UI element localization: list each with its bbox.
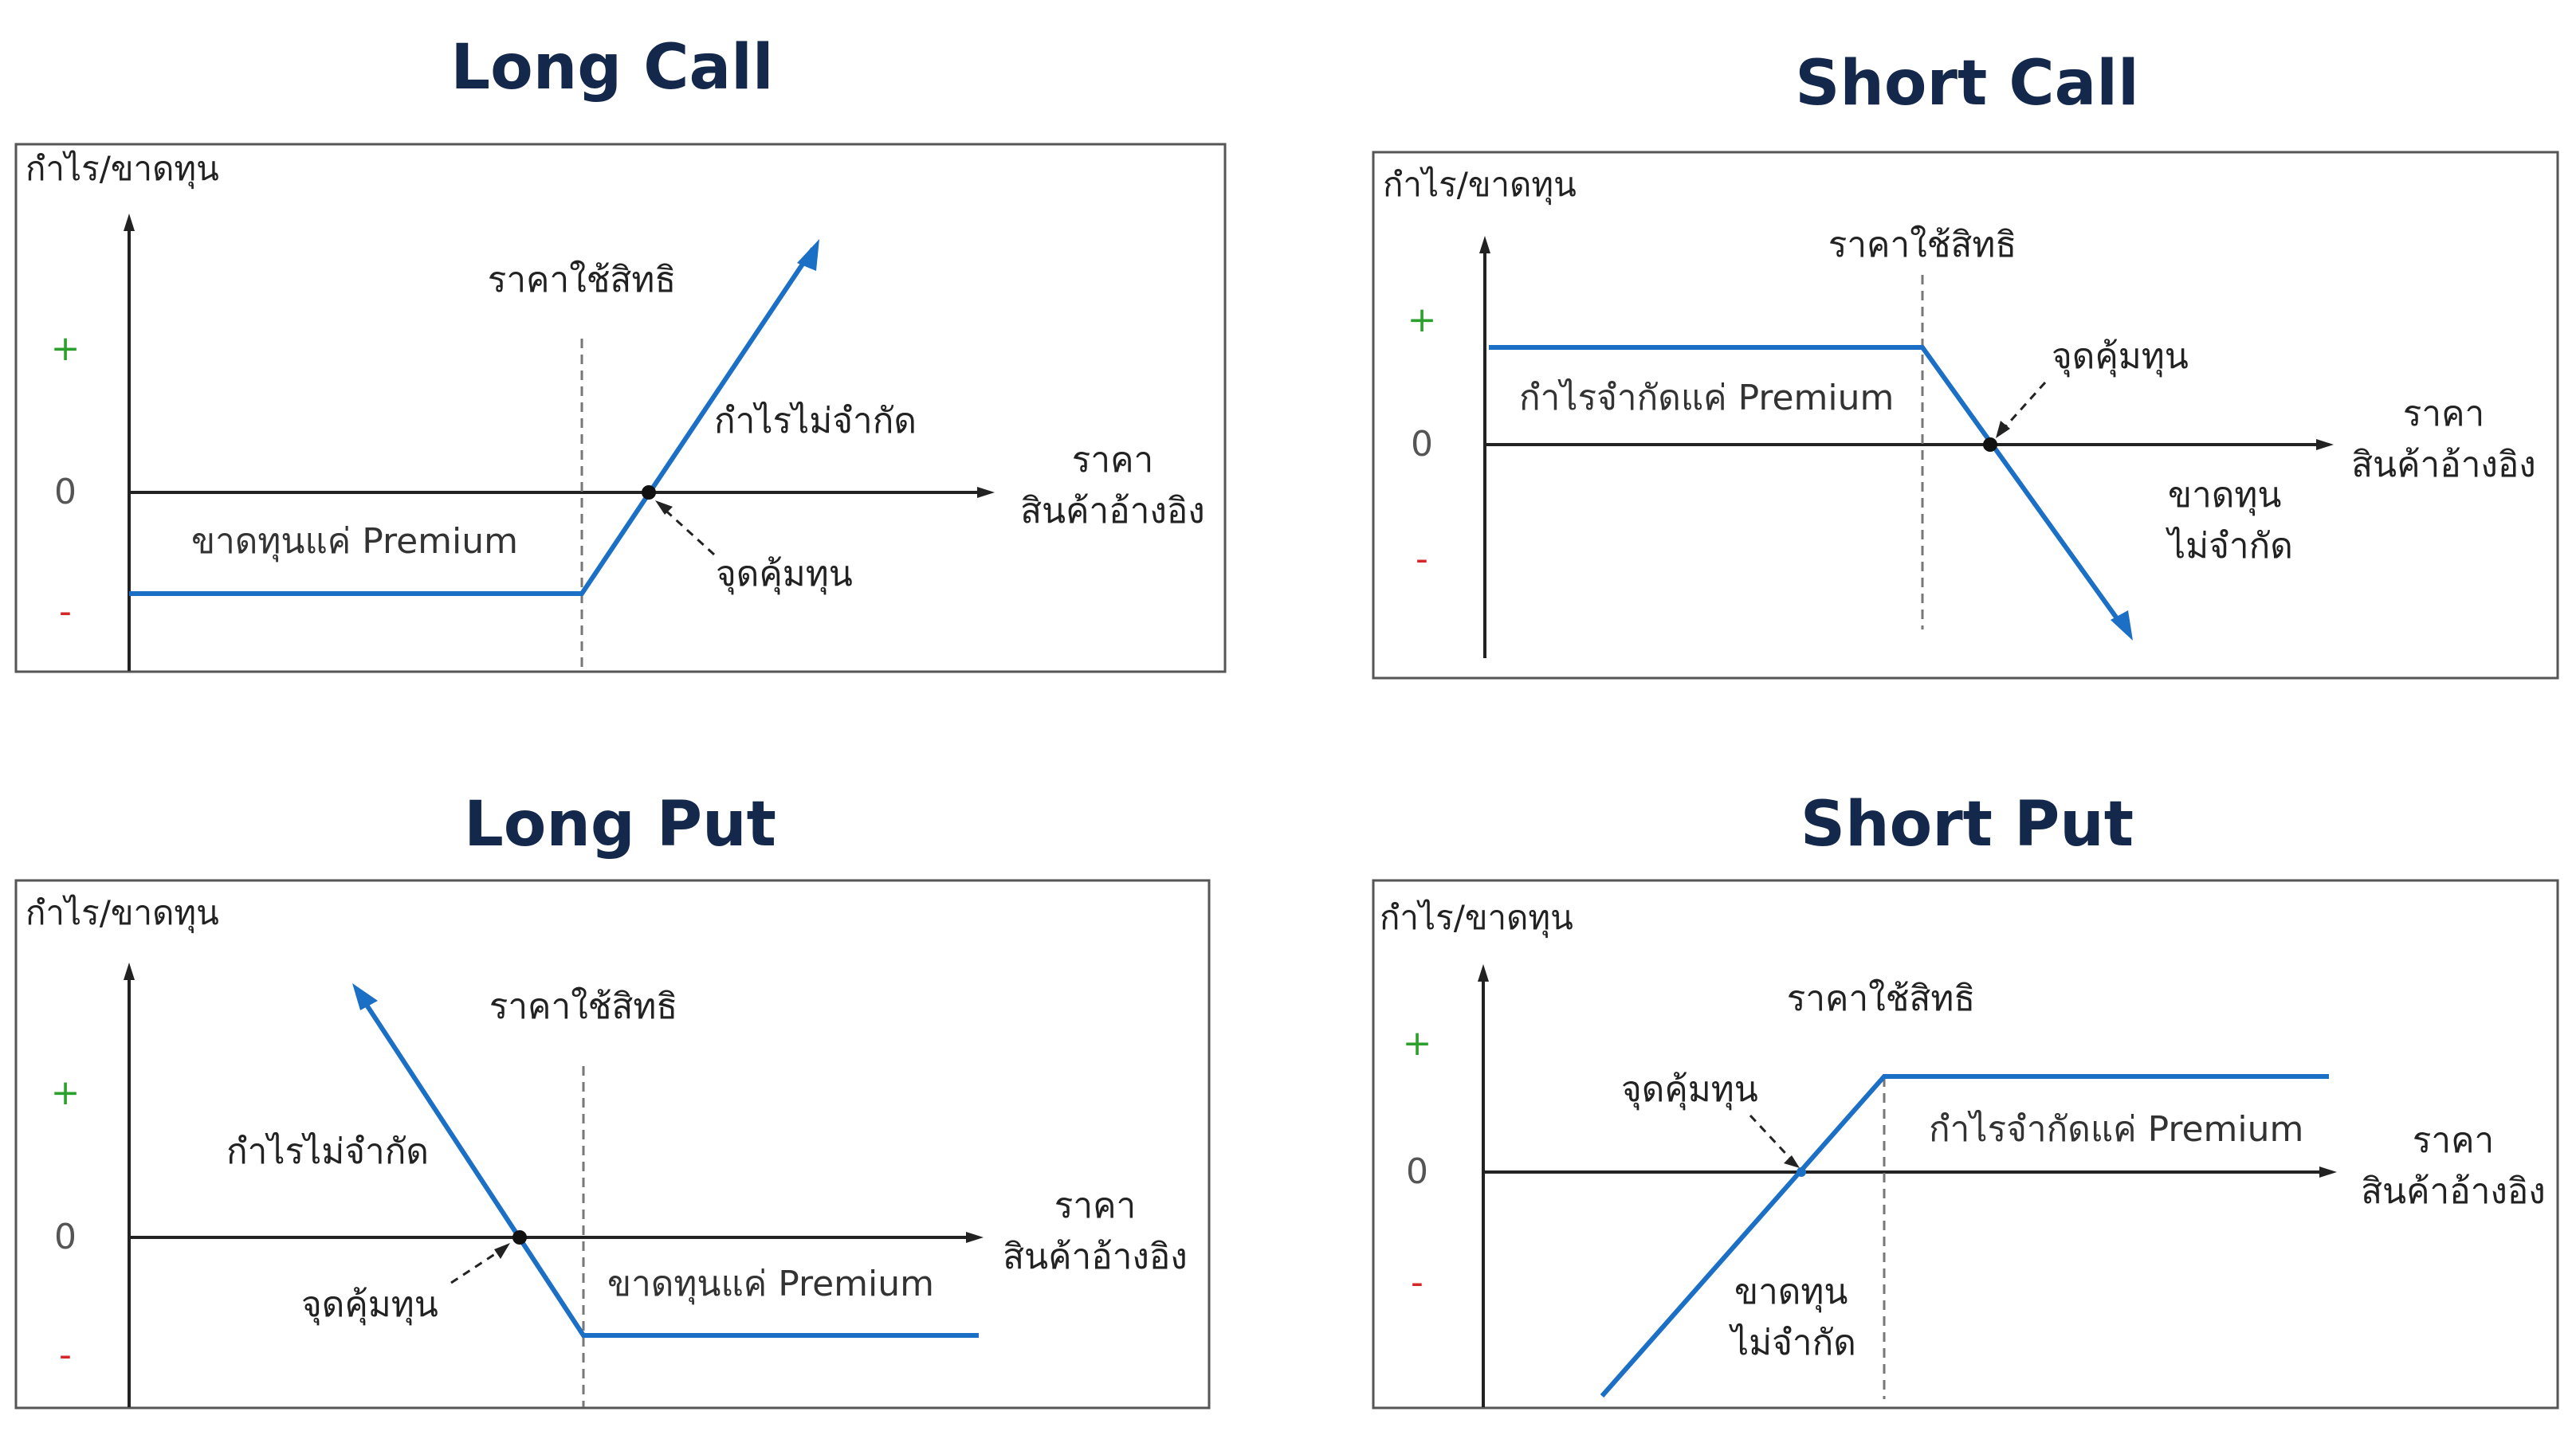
strike-label: ราคาใช้สิทธิ <box>488 260 677 300</box>
annotation-limited-loss: ขาดทุนแค่ Premium <box>191 521 518 563</box>
annotation-breakeven: จุดคุ้มทุน <box>716 554 853 595</box>
annotation-breakeven: จุดคุ้มทุน <box>2052 336 2189 378</box>
payoff-arrowhead <box>352 983 378 1010</box>
breakeven-pointer <box>1749 1114 1795 1163</box>
y-axis-arrowhead <box>124 963 135 980</box>
strike-label: ราคาใช้สิทธิ <box>489 986 678 1027</box>
x-axis-label-line1: ราคา <box>2403 394 2484 434</box>
x-axis-label-line2: สินค้าอ้างอิง <box>2361 1171 2546 1212</box>
chart-frame <box>14 879 1211 1410</box>
y-tick-zero: 0 <box>1411 424 1433 465</box>
annotation-limited-loss: ขาดทุนแค่ Premium <box>607 1264 934 1305</box>
breakeven-point <box>1797 1167 1806 1177</box>
y-axis-arrowhead <box>124 214 135 231</box>
chart-title: Long Call <box>450 32 774 104</box>
x-axis-label-line2: สินค้าอ้างอิง <box>1020 491 1205 531</box>
breakeven-pointer-arrowhead <box>1784 1155 1800 1168</box>
breakeven-point <box>1983 437 1997 452</box>
x-axis-arrowhead <box>977 487 995 498</box>
chart-title: Short Put <box>1800 789 2134 861</box>
breakeven-pointer <box>450 1248 503 1284</box>
breakeven-point <box>512 1230 527 1245</box>
annotation-loss-line2: ไม่จำกัด <box>2166 526 2293 567</box>
x-axis-arrowhead <box>2319 1166 2337 1178</box>
payoff-arrowhead <box>2111 610 2133 641</box>
y-axis-label: กำไร/ขาดทุน <box>1383 165 1577 206</box>
y-tick-minus: - <box>59 591 72 632</box>
annotation-unlimited-profit: กำไรไม่จำกัด <box>226 1131 429 1172</box>
x-axis-arrowhead <box>2316 439 2334 450</box>
breakeven-pointer-arrowhead <box>655 500 673 515</box>
chart-title: Long Put <box>464 789 776 861</box>
y-tick-plus: + <box>51 1072 80 1113</box>
x-axis-label-line1: ราคา <box>1072 440 1153 480</box>
y-tick-minus: - <box>1411 1262 1423 1303</box>
payoff-line <box>1600 1074 2329 1398</box>
x-axis-label-line2: สินค้าอ้างอิง <box>1003 1237 1188 1277</box>
x-axis-label-line1: ราคา <box>2413 1120 2494 1161</box>
y-tick-plus: + <box>1403 1023 1432 1064</box>
y-axis-label: กำไร/ขาดทุน <box>26 149 219 190</box>
x-axis-arrowhead <box>966 1232 984 1243</box>
y-axis-arrowhead <box>1478 964 1489 982</box>
annotation-limited-profit: กำไรจำกัดแค่ Premium <box>1519 378 1894 418</box>
y-axis-label: กำไร/ขาดทุน <box>26 893 219 934</box>
annotation-breakeven: จุดคุ้มทุน <box>1621 1069 1758 1111</box>
annotation-loss-line1: ขาดทุน <box>2168 475 2281 516</box>
y-tick-zero: 0 <box>1406 1151 1428 1192</box>
annotation-limited-profit: กำไรจำกัดแค่ Premium <box>1929 1109 2303 1150</box>
short-call-chart: กำไร/ขาดทุน + 0 - ราคาใช้สิทธิ ราคา สินค… <box>1372 151 2559 680</box>
breakeven-pointer <box>660 505 716 556</box>
chart-frame <box>1372 879 2559 1410</box>
long-call-chart: กำไร/ขาดทุน + 0 - ราคาใช้สิทธิ ราคา สินค… <box>14 143 1227 673</box>
y-axis-label: กำไร/ขาดทุน <box>1380 898 1573 939</box>
y-tick-zero: 0 <box>54 472 77 512</box>
long-call-panel: Long Call กำไร/ขาดทุน + 0 - ราคาใช้สิทธิ… <box>0 0 1288 717</box>
annotation-unlimited-profit: กำไรไม่จำกัด <box>714 401 917 441</box>
breakeven-pointer <box>2001 381 2047 432</box>
short-put-panel: Short Put กำไร/ขาดทุน + 0 - ราคาใช้สิทธิ… <box>1288 717 2576 1435</box>
long-put-panel: Long Put กำไร/ขาดทุน + 0 - ราคาใช้สิทธิ … <box>0 717 1288 1435</box>
y-tick-plus: + <box>1408 300 1437 340</box>
chart-frame <box>1372 151 2559 680</box>
breakeven-pointer-arrowhead <box>494 1243 510 1259</box>
y-axis-arrowhead <box>1479 236 1490 253</box>
payoff-line <box>129 247 815 596</box>
breakeven-pointer-arrowhead <box>1996 421 2010 438</box>
annotation-loss-line2: ไม่จำกัด <box>1729 1323 1856 1363</box>
chart-frame <box>14 143 1227 673</box>
payoff-arrowhead <box>797 239 819 271</box>
y-tick-zero: 0 <box>54 1217 77 1257</box>
annotation-loss-line1: ขาดทุน <box>1734 1272 1848 1313</box>
breakeven-point <box>642 485 656 500</box>
y-tick-plus: + <box>51 328 80 369</box>
short-call-panel: Short Call กำไร/ขาดทุน + 0 - ราคาใช้สิทธ… <box>1288 0 2576 717</box>
payoff-line <box>356 991 979 1338</box>
short-put-chart: กำไร/ขาดทุน + 0 - ราคาใช้สิทธิ ราคา สินค… <box>1372 879 2559 1410</box>
long-put-chart: กำไร/ขาดทุน + 0 - ราคาใช้สิทธิ ราคา สินค… <box>14 879 1211 1410</box>
annotation-breakeven: จุดคุ้มทุน <box>301 1284 438 1326</box>
chart-title: Short Call <box>1795 48 2139 120</box>
y-tick-minus: - <box>59 1335 72 1375</box>
x-axis-label-line2: สินค้าอ้างอิง <box>2351 445 2536 485</box>
strike-label: ราคาใช้สิทธิ <box>1787 978 1976 1019</box>
y-tick-minus: - <box>1416 539 1428 579</box>
x-axis-label-line1: ราคา <box>1054 1186 1136 1226</box>
strike-label: ราคาใช้สิทธิ <box>1828 225 2017 265</box>
payoff-line <box>1489 345 2127 631</box>
